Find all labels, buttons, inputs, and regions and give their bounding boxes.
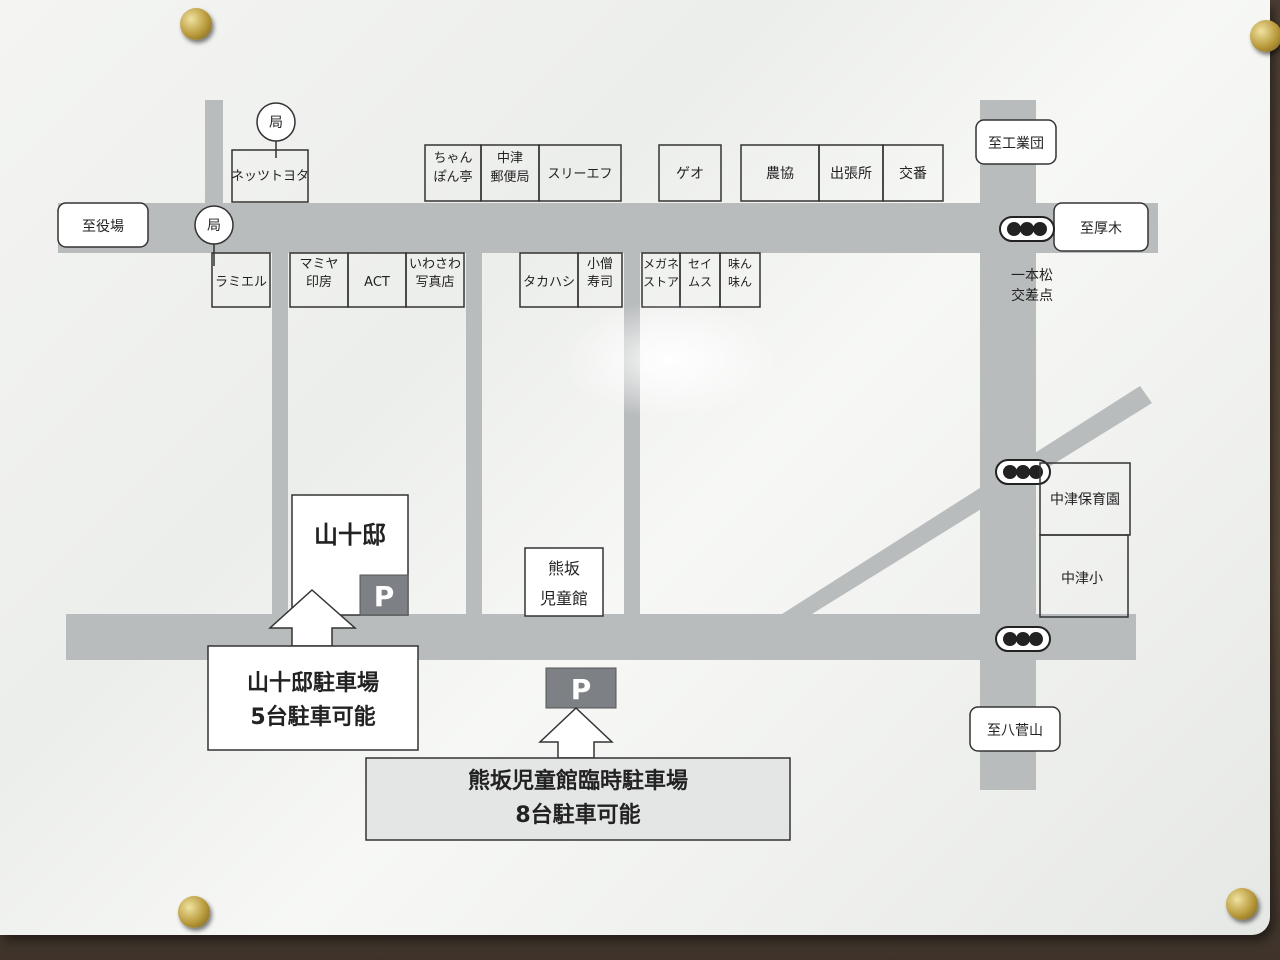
nakatsu-elementary-box bbox=[1039, 534, 1129, 618]
megane-label-2: ストア bbox=[643, 275, 679, 289]
kozo-label-1: 小僧 bbox=[587, 257, 613, 272]
parking-icon-yamaju: P bbox=[359, 574, 409, 616]
nursery-label: 中津保育園 bbox=[1050, 492, 1120, 508]
yamaju-parking-label-2: 5台駐車可能 bbox=[250, 704, 375, 730]
to-hassuge-box bbox=[969, 706, 1061, 752]
police-box-label: 交番 bbox=[899, 165, 927, 182]
intersection-label-1: 一本松 bbox=[1011, 268, 1053, 284]
seimu-label-1: セイ bbox=[688, 257, 712, 271]
parking-symbol-2: P bbox=[571, 673, 592, 706]
shop-netz-toyota bbox=[231, 149, 309, 203]
chanpon-label-1: ちゃん bbox=[433, 151, 472, 166]
yamaju-parking-callout bbox=[207, 588, 419, 751]
to-city-office-box bbox=[57, 202, 149, 248]
thumbtack-icon bbox=[1250, 20, 1280, 52]
post-office-label-2: 郵便局 bbox=[490, 170, 529, 185]
kumasaka-parking-box bbox=[365, 757, 791, 841]
iwasawa-label-1: いわさわ bbox=[409, 257, 461, 272]
geo-label: ゲオ bbox=[676, 166, 704, 182]
kumasaka-parking-label-1: 熊坂児童館臨時駐車場 bbox=[468, 768, 688, 794]
lamiel-label: ラミエル bbox=[215, 275, 267, 290]
arrow-up-icon-2 bbox=[538, 706, 614, 759]
laminated-map-sheet: P P 至役場 至工業団 至厚木 至八菅 bbox=[0, 0, 1270, 935]
yamaju-parking-box bbox=[207, 645, 419, 751]
post-office-label-road: 局 bbox=[207, 218, 221, 234]
kumasaka-center-box bbox=[524, 547, 604, 617]
megane-label-1: メガネ bbox=[643, 257, 679, 271]
thumbtack-icon bbox=[1226, 888, 1258, 920]
traffic-light-icon-ipponmatsu bbox=[999, 216, 1055, 242]
traffic-light-icon-south bbox=[995, 626, 1051, 652]
post-office-circle-top bbox=[256, 102, 296, 142]
thumbtack-icon bbox=[180, 8, 212, 40]
thumbtack-icon bbox=[178, 896, 210, 928]
post-office-label-top: 局 bbox=[269, 115, 283, 131]
netz-toyota-label: ネッツトヨタ bbox=[231, 169, 309, 184]
schools bbox=[1039, 462, 1131, 618]
shops-north bbox=[231, 144, 944, 203]
seimu-label-2: ムス bbox=[688, 275, 712, 289]
post-office-label-1: 中津 bbox=[497, 151, 523, 166]
post-office-markers bbox=[194, 102, 296, 266]
mimin-label-2: 味ん bbox=[728, 275, 752, 289]
kumasaka-parking-label-2: 8台駐車可能 bbox=[515, 802, 640, 828]
to-city-office-label: 至役場 bbox=[82, 219, 124, 235]
kumasaka-center-label-2: 児童館 bbox=[540, 589, 588, 608]
parking-symbol: P bbox=[374, 580, 395, 613]
to-industrial-park-label: 至工業団 bbox=[988, 136, 1044, 152]
yamaju-residence-label: 山十邸 bbox=[314, 521, 386, 549]
shop-iwasawa bbox=[405, 252, 465, 308]
road-north-stub bbox=[205, 100, 223, 210]
to-atsugi-label: 至厚木 bbox=[1080, 221, 1122, 237]
shop-geo bbox=[658, 144, 722, 202]
takahashi-label: タカハシ bbox=[523, 275, 575, 290]
three-f-label: スリーエフ bbox=[547, 167, 612, 182]
road-east-vertical bbox=[980, 100, 1036, 790]
yamaju-parking-label-1: 山十邸駐車場 bbox=[247, 670, 379, 696]
shop-police-box bbox=[882, 144, 944, 202]
nokyo-label: 農協 bbox=[766, 166, 794, 182]
road-connector-2 bbox=[466, 250, 482, 618]
shop-lamiel bbox=[211, 252, 271, 308]
road-north-main bbox=[58, 203, 1158, 253]
branch-office-label: 出張所 bbox=[830, 166, 872, 182]
mimin-label-1: 味ん bbox=[728, 257, 752, 271]
destination-boxes bbox=[57, 119, 1149, 752]
parking-icon-kumasaka: P bbox=[545, 667, 617, 709]
iwasawa-label-2: 写真店 bbox=[415, 275, 454, 290]
road-connector-1 bbox=[272, 250, 288, 618]
to-hassuge-label: 至八菅山 bbox=[987, 723, 1043, 739]
road-connector-3 bbox=[624, 250, 640, 618]
to-industrial-park-box bbox=[975, 119, 1057, 165]
kumasaka-parking-callout bbox=[365, 706, 791, 841]
labels: 至役場 至工業団 至厚木 至八菅山 一本松 交差点 局 局 ネッツトヨタ ちゃん… bbox=[82, 115, 1122, 828]
mamiya-label-1: マミヤ bbox=[299, 257, 338, 272]
elementary-label: 中津小 bbox=[1061, 571, 1103, 587]
act-label: ACT bbox=[364, 275, 390, 290]
access-map: P P 至役場 至工業団 至厚木 至八菅 bbox=[57, 100, 1158, 841]
kumasaka-center-label-1: 熊坂 bbox=[548, 559, 580, 578]
chanpon-label-2: ぽん亭 bbox=[433, 169, 472, 185]
mamiya-label-2: 印房 bbox=[306, 274, 332, 290]
intersection-label-2: 交差点 bbox=[1011, 287, 1053, 304]
kozo-label-2: 寿司 bbox=[587, 275, 613, 290]
road-diagonal bbox=[782, 386, 1152, 614]
shop-three-f bbox=[538, 144, 622, 202]
